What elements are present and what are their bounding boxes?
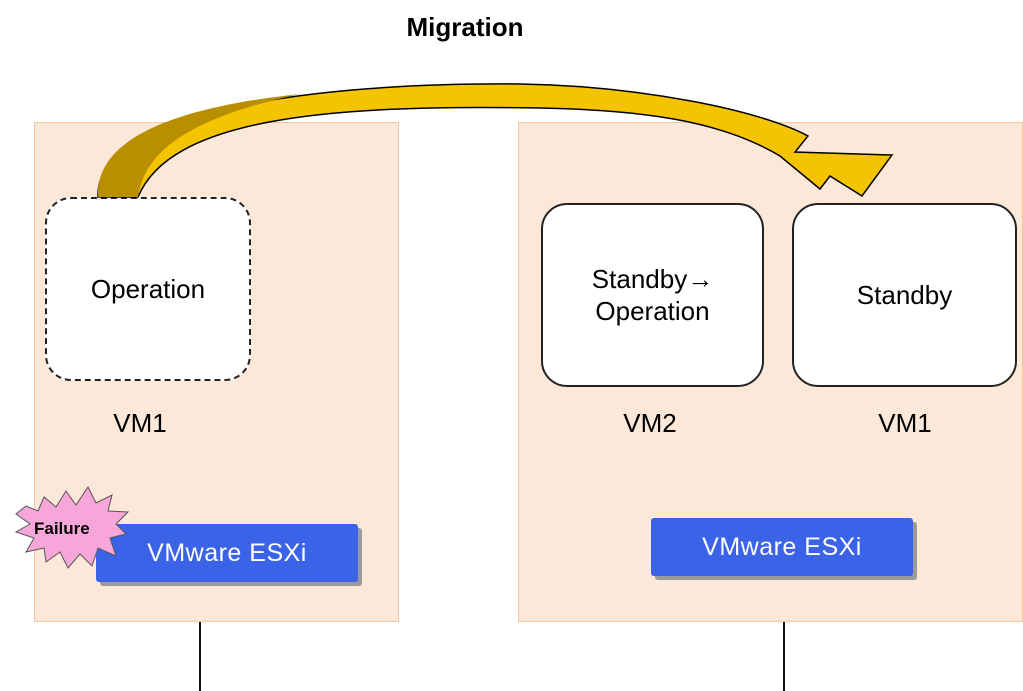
right-vm1-name: VM1 (878, 408, 932, 438)
right-network-line (783, 622, 785, 691)
diagram-title: Migration (406, 12, 524, 42)
failure-label: Failure (34, 519, 90, 538)
right-vm2-box: Standby→ Operation (541, 203, 764, 387)
right-vm2-name: VM2 (623, 408, 677, 438)
left-hypervisor-bar: VMware ESXi (96, 524, 358, 582)
left-vm-name: VM1 (113, 408, 167, 438)
migration-arrow (97, 83, 894, 198)
right-vm1-box: Standby (792, 203, 1017, 387)
failure-burst-icon (14, 486, 130, 569)
migration-arrow-shadow (97, 94, 300, 197)
right-vm2-state: Standby→ Operation (591, 264, 714, 326)
left-vm-state: Operation (90, 274, 206, 304)
right-vm1-state: Standby (856, 280, 953, 310)
left-network-line (199, 622, 201, 691)
right-hypervisor-bar: VMware ESXi (651, 518, 913, 576)
left-vm-box: Operation (45, 197, 251, 381)
